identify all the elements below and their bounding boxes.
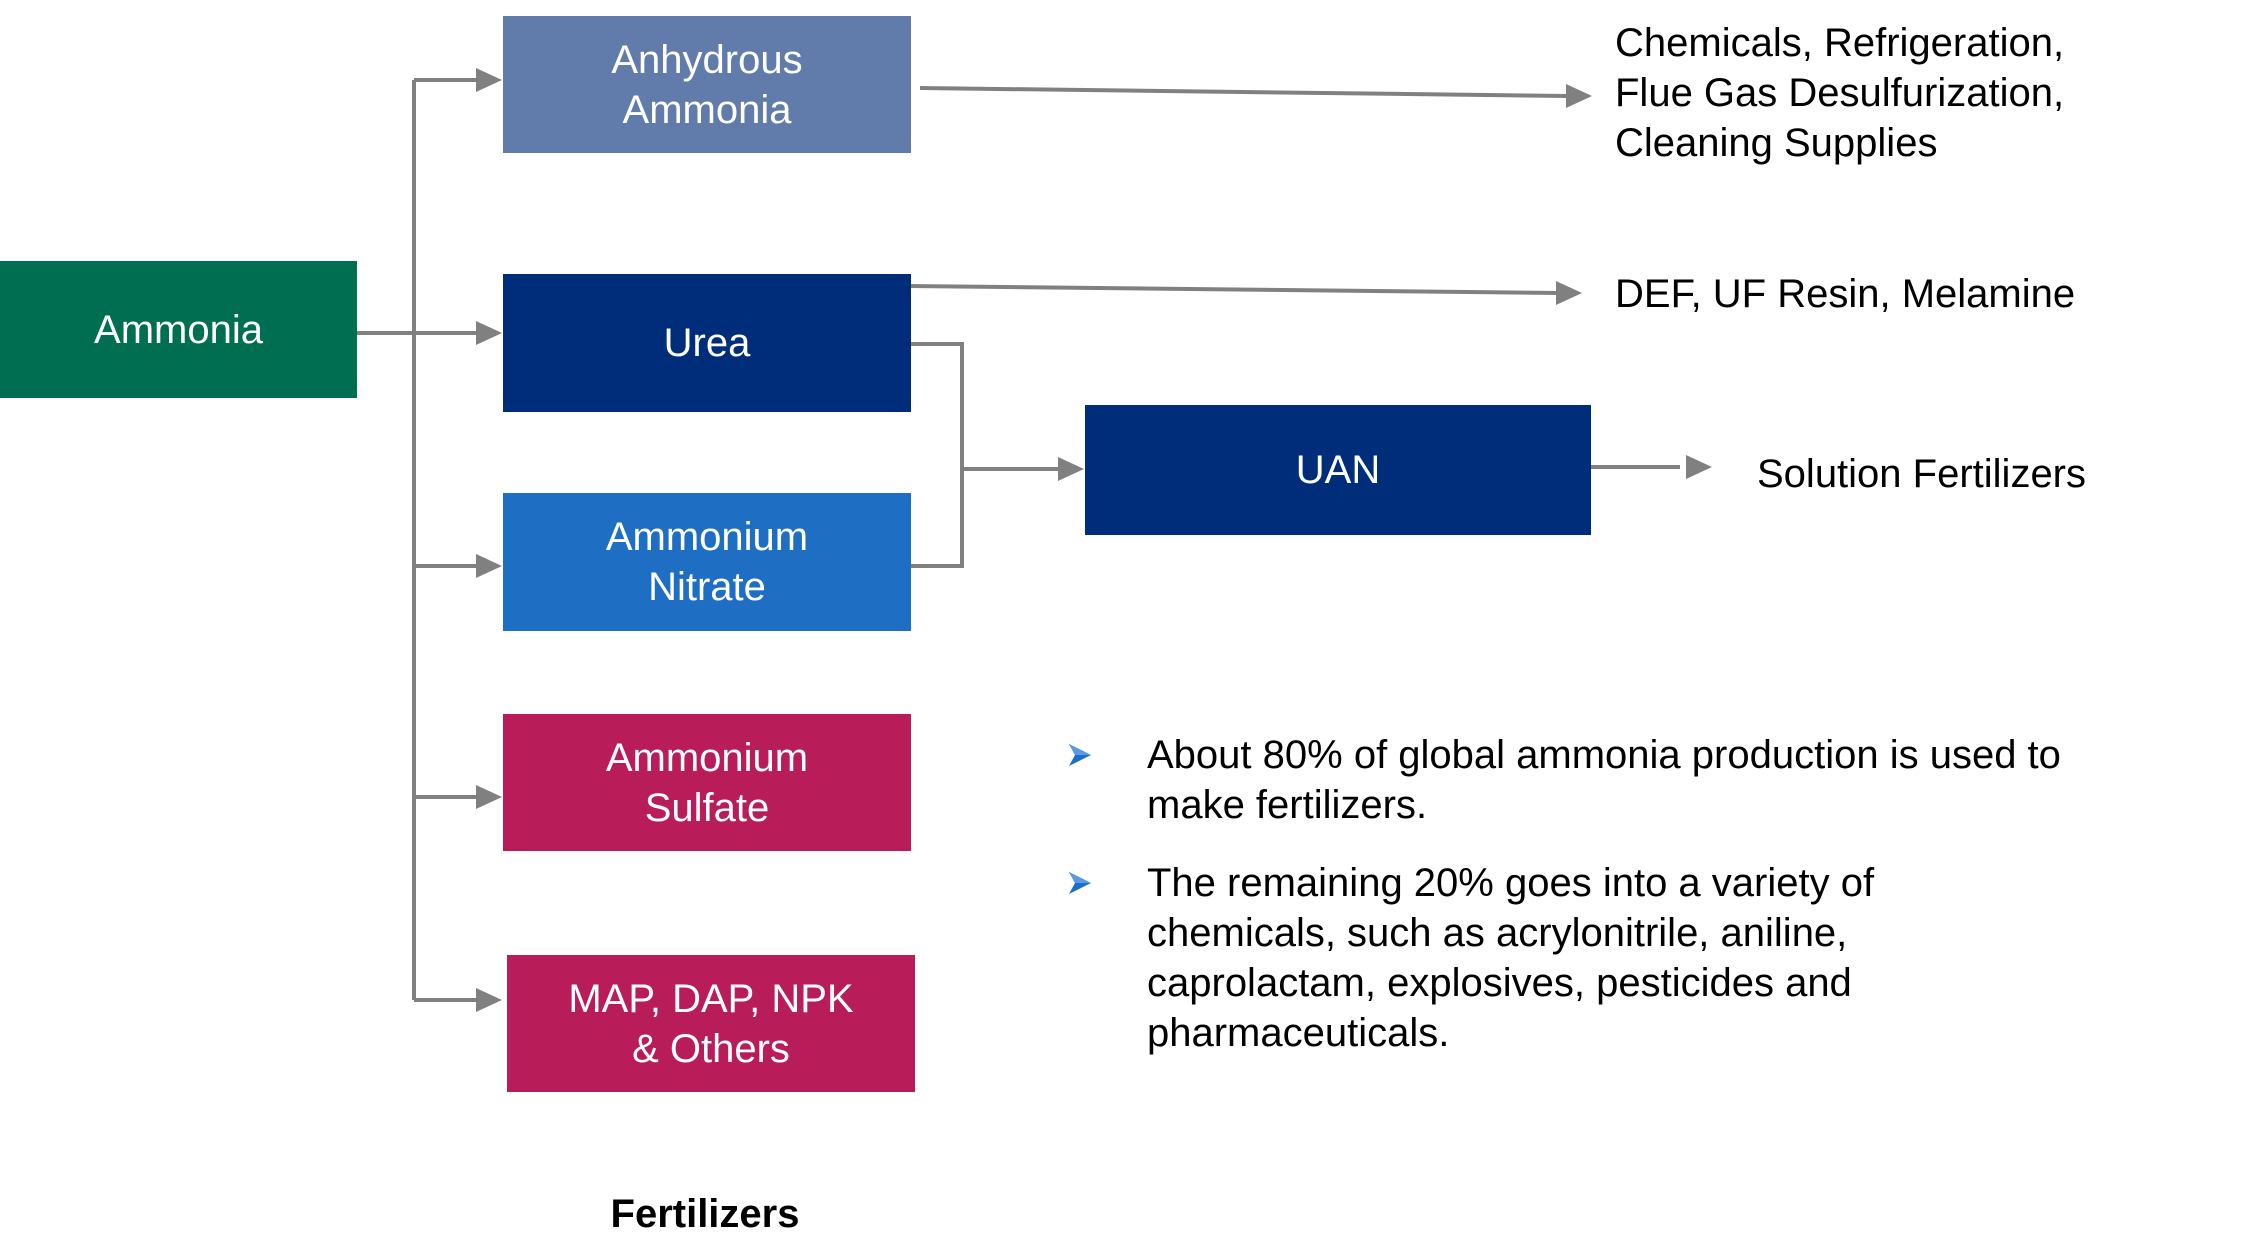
fact-item: About 80% of global ammonia production i… — [1065, 730, 2065, 830]
uses-anhydrous: Chemicals, Refrigeration, Flue Gas Desul… — [1615, 21, 2065, 165]
node-ammonium-sulfate-label: Ammonium Sulfate — [605, 735, 809, 830]
node-uan: UAN — [1085, 405, 1591, 535]
arrowhead-anhydrous — [476, 68, 502, 92]
arrow-bullet-icon — [1069, 744, 1091, 766]
node-map-dap-npk: MAP, DAP, NPK & Others — [507, 955, 915, 1092]
uses-uan: Solution Fertilizers — [1757, 452, 2087, 496]
arrowhead-nitrate — [476, 554, 502, 578]
node-ammonium-nitrate: Ammonium Nitrate — [503, 493, 911, 631]
arrowhead-map — [476, 988, 502, 1012]
arrowhead-urea — [476, 321, 502, 345]
arrow-bullet-icon — [1069, 872, 1091, 894]
node-ammonia-label: Ammonia — [94, 307, 263, 352]
urea-to-uan — [908, 342, 964, 568]
node-ammonium-sulfate: Ammonium Sulfate — [503, 714, 911, 851]
node-uan-label: UAN — [1295, 448, 1381, 492]
anhydrous-to-uses — [919, 86, 1569, 98]
node-anhydrous-ammonia-label: Anhydrous Ammonia — [611, 37, 803, 132]
arrowhead-urea-uses — [1556, 281, 1582, 305]
node-anhydrous-ammonia: Anhydrous Ammonia — [503, 16, 911, 153]
arrowhead-uan-in — [1058, 457, 1084, 481]
arrowhead-uan-uses — [1686, 455, 1712, 479]
uses-urea: DEF, UF Resin, Melamine — [1615, 272, 2076, 316]
fact-text: About 80% of global ammonia production i… — [1147, 733, 2061, 827]
arrowhead-anhydrous-uses — [1566, 84, 1592, 108]
urea-to-uses — [907, 284, 1559, 295]
fact-text: The remaining 20% goes into a variety of… — [1147, 861, 1875, 1055]
node-urea: Urea — [503, 274, 911, 412]
arrowhead-sulfate — [476, 785, 502, 809]
fact-item: The remaining 20% goes into a variety of… — [1065, 858, 2065, 1058]
node-urea-label: Urea — [663, 321, 751, 365]
node-map-dap-npk-label: MAP, DAP, NPK & Others — [568, 976, 854, 1071]
fertilizers-caption: Fertilizers — [610, 1192, 800, 1236]
node-ammonium-nitrate-label: Ammonium Nitrate — [605, 515, 809, 609]
node-ammonia: Ammonia — [0, 261, 357, 398]
fact-list: About 80% of global ammonia production i… — [1065, 730, 2065, 1086]
